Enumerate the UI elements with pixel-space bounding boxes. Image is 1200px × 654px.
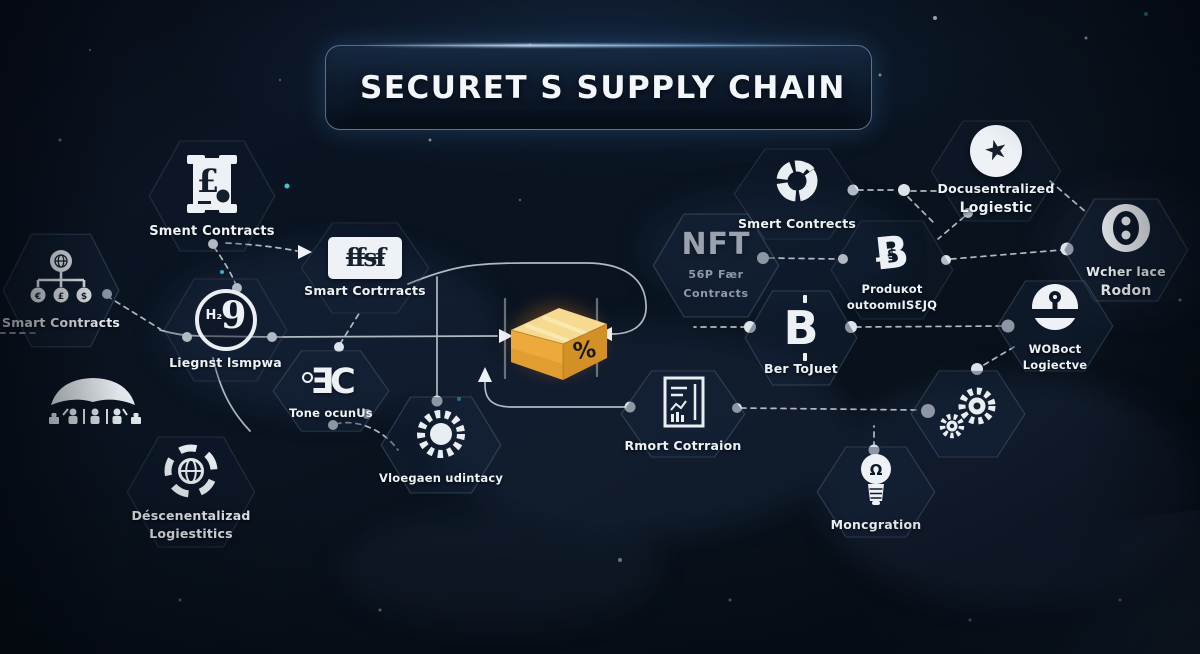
theta-circle-icon	[1098, 200, 1154, 260]
pie-chart-icon	[769, 156, 825, 212]
node-moncgration: Ω Moncgration	[816, 446, 936, 538]
seal-plate-icon: ffsf	[328, 236, 402, 279]
node-docusentralized: ★ Docusentralized Logiestic	[930, 120, 1062, 222]
hydrogen-circle-icon: H₂ 9	[194, 288, 257, 351]
gear-icon	[412, 405, 470, 467]
bitcoin-icon: B	[779, 294, 823, 361]
percent-symbol: %	[572, 337, 598, 366]
currency-b-icon: Ƀ $	[872, 225, 912, 280]
node-vloegaen: Vloegaen udintacy	[378, 396, 504, 494]
node-label: Liegnst lsmpwa	[169, 354, 282, 370]
node-label: Rmort Cotrraion	[624, 437, 742, 453]
node-label-line1: WOBoct	[1028, 341, 1082, 356]
node-descenentalizad: Déscenentalizad Logiestitics	[126, 436, 256, 548]
node-label-line2: Logiestitics	[149, 526, 233, 541]
infinity-glyph-icon: ƎC	[302, 362, 356, 402]
svg-text:Ω: Ω	[870, 461, 883, 479]
node-label-line1: Produĸot	[861, 281, 923, 296]
node-label-line1: Déscenentalizad	[131, 507, 251, 523]
node-dome-camp	[38, 372, 148, 430]
svg-text:€: €	[34, 292, 41, 302]
contract-document-icon: £	[183, 152, 241, 220]
globe-cycle-icon	[161, 442, 221, 504]
svg-text:$: $	[81, 292, 87, 302]
node-tone-ocunus: ƎC Tone ocunUs	[272, 350, 390, 432]
title-banner: SECURET S SUPPLY CHAIN	[325, 45, 872, 130]
node-label: Sment Contracts	[149, 223, 275, 239]
double-gears-icon	[935, 381, 1001, 447]
lightbulb-icon: Ω	[852, 451, 900, 513]
node-label: Moncgration	[830, 516, 922, 532]
node-label-line2: Logiestic	[959, 200, 1033, 217]
node-label: Ber ToJuet	[764, 360, 838, 376]
dome-warehouse-icon	[41, 371, 145, 431]
node-label: Smart Cortrracts	[304, 282, 426, 298]
node-liegnst: H₂ 9 Liegnst lsmpwa	[163, 278, 288, 382]
node-label-line1: Wcher lace	[1086, 263, 1166, 279]
svg-text:£: £	[58, 292, 64, 302]
node-sment-contracts: £ Sment Contracts	[148, 140, 276, 252]
report-document-icon	[657, 374, 709, 434]
node-ber-tojuet: B Ber ToJuet	[744, 290, 858, 386]
page-title: SECURET S SUPPLY CHAIN	[360, 69, 846, 106]
node-rmort-cotrraion: Rmort Cotrraion	[620, 370, 746, 458]
small-circle-detail	[302, 371, 314, 383]
package-box-icon: %	[510, 308, 608, 380]
node-gears	[910, 370, 1026, 458]
node-label-line2: outoomıISƐJQ	[846, 297, 938, 312]
svg-text:£: £	[197, 162, 219, 200]
node-label: Smart Contracts	[2, 315, 121, 331]
hierarchy-network-icon: € £ $	[23, 249, 99, 311]
node-smart-contracts-left: € £ $ Smart Contracts	[2, 233, 120, 348]
node-label: Vloegaen udintacy	[378, 470, 504, 485]
star-circle-icon: ★	[970, 124, 1022, 177]
node-label-line1: Docusentralized	[937, 180, 1055, 196]
node-label-line2: Logiectve	[1022, 357, 1088, 372]
location-pin-circle-icon	[1028, 280, 1082, 338]
node-smart-cortrracts: ffsf Smart Cortrracts	[300, 222, 430, 314]
node-wobact: WOBoct Logiectve	[996, 280, 1114, 372]
node-label: Tone ocunUs	[289, 405, 373, 420]
